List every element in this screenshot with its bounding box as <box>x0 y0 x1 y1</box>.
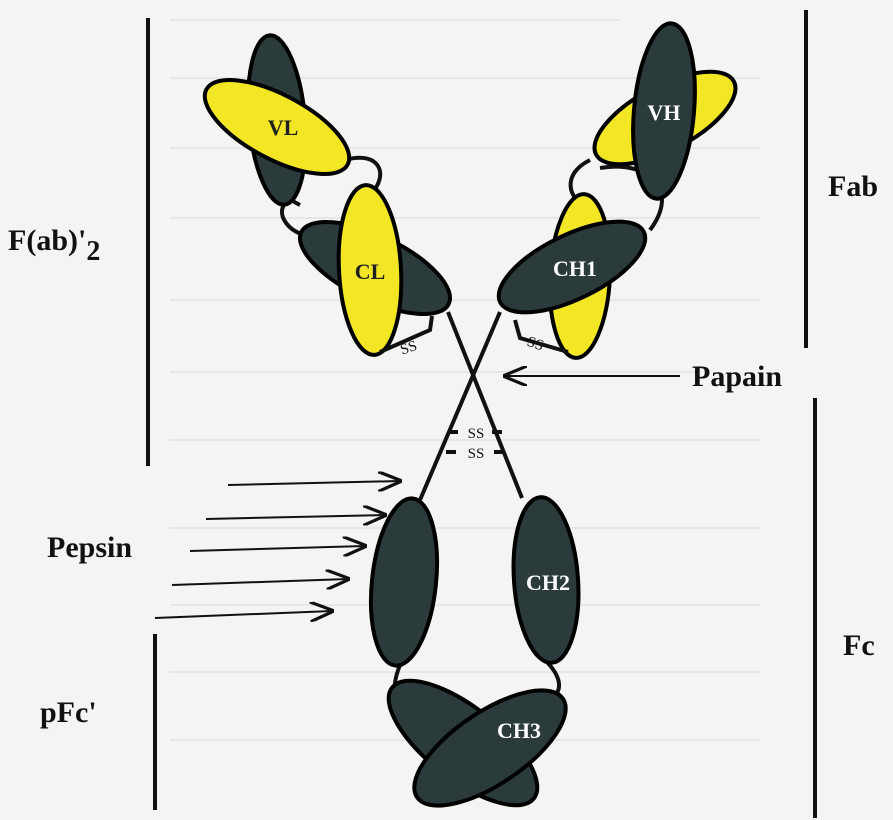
hinge-ss-label-1: SS <box>468 426 485 442</box>
papain-label: Papain <box>692 360 782 393</box>
cl-label: CL <box>355 259 386 284</box>
fc-label: Fc <box>843 629 875 662</box>
ch2-label: CH2 <box>526 570 570 595</box>
ch3-label: CH3 <box>497 718 541 743</box>
vh-label: VH <box>648 100 681 125</box>
pepsin-label: Pepsin <box>47 531 132 564</box>
pfc-label: pFc' <box>40 696 97 729</box>
vl-label: VL <box>268 115 299 140</box>
hinge-ss-label-2: SS <box>468 446 485 462</box>
fab2-subscript: 2 <box>86 236 100 267</box>
fab-label: Fab <box>828 170 878 203</box>
ch1-label: CH1 <box>553 256 597 281</box>
